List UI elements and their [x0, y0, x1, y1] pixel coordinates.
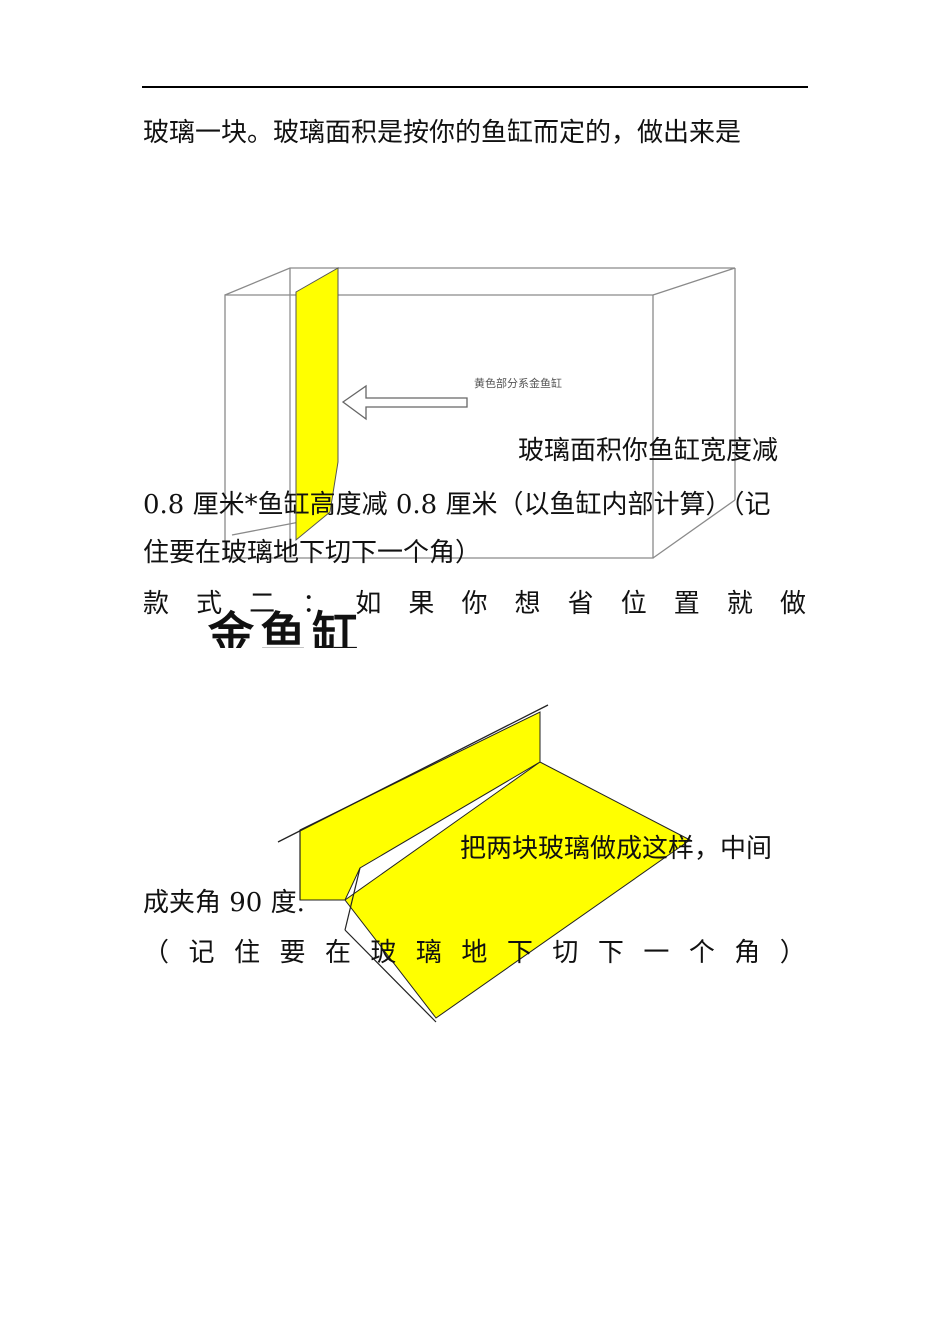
paragraph-line-7: 成夹角 90 度. [143, 888, 305, 918]
yellow-divider-glass [295, 267, 339, 542]
paragraph-line-3: 0.8 厘米*鱼缸高度减 0.8 厘米（以鱼缸内部计算）（记 [143, 490, 771, 520]
fish-tank-figure: 黄色部分系金鱼缸 [224, 267, 736, 559]
text-char: ） [779, 938, 806, 968]
paragraph-line-5: 款 式 二 ： 如 果 你 想 省 位 置 就 做 [143, 587, 806, 621]
paragraph-line-2: 玻璃面积你鱼缸宽度减 [518, 436, 779, 466]
header-rule [142, 86, 808, 88]
text-char: 要 [279, 938, 306, 968]
paragraph-line-1: 玻璃一块。玻璃面积是按你的鱼缸而定的，做出来是 [143, 118, 742, 148]
text-char: 地 [461, 938, 488, 968]
yellow-base-pane [344, 761, 691, 1019]
text-char: 就 [726, 589, 753, 619]
text-char: 款 [143, 589, 170, 619]
text-char: 下 [506, 938, 533, 968]
text-char: 切 [552, 938, 579, 968]
tank-outline [224, 267, 736, 559]
text-char: 在 [324, 938, 351, 968]
text-char: 住 [233, 938, 260, 968]
text-char: 角 [734, 938, 761, 968]
text-char: 位 [620, 589, 647, 619]
text-char: 置 [673, 589, 700, 619]
pointer-arrow [341, 384, 468, 421]
text-char: 省 [567, 589, 594, 619]
top-edge-line [277, 704, 549, 843]
text-char: 做 [779, 589, 806, 619]
text-char: ： [302, 589, 329, 619]
paragraph-line-4: 住要在玻璃地下切下一个角） [143, 538, 482, 568]
text-char: （ [143, 938, 170, 968]
text-char: 想 [514, 589, 541, 619]
figure-label: 黄色部分系金鱼缸 [474, 376, 562, 390]
text-char: 一 [643, 938, 670, 968]
text-char: 如 [355, 589, 382, 619]
fold-edge [344, 867, 361, 931]
cropped-heading-text: 金鱼缸 [208, 608, 364, 648]
text-char: 果 [408, 589, 435, 619]
text-char: 下 [597, 938, 624, 968]
text-char: 玻 [370, 938, 397, 968]
text-char: 记 [188, 938, 215, 968]
text-char: 式 [196, 589, 223, 619]
base-edge [344, 929, 437, 1023]
paragraph-line-8: （ 记 住 要 在 玻 璃 地 下 切 下 一 个 角 ） [143, 936, 806, 970]
text-char: 璃 [415, 938, 442, 968]
text-char: 二 [249, 589, 276, 619]
paragraph-line-6: 把两块玻璃做成这样，中间 [460, 834, 773, 864]
text-char: 个 [688, 938, 715, 968]
text-char: 你 [461, 589, 488, 619]
glass-panes-figure [277, 704, 691, 1023]
